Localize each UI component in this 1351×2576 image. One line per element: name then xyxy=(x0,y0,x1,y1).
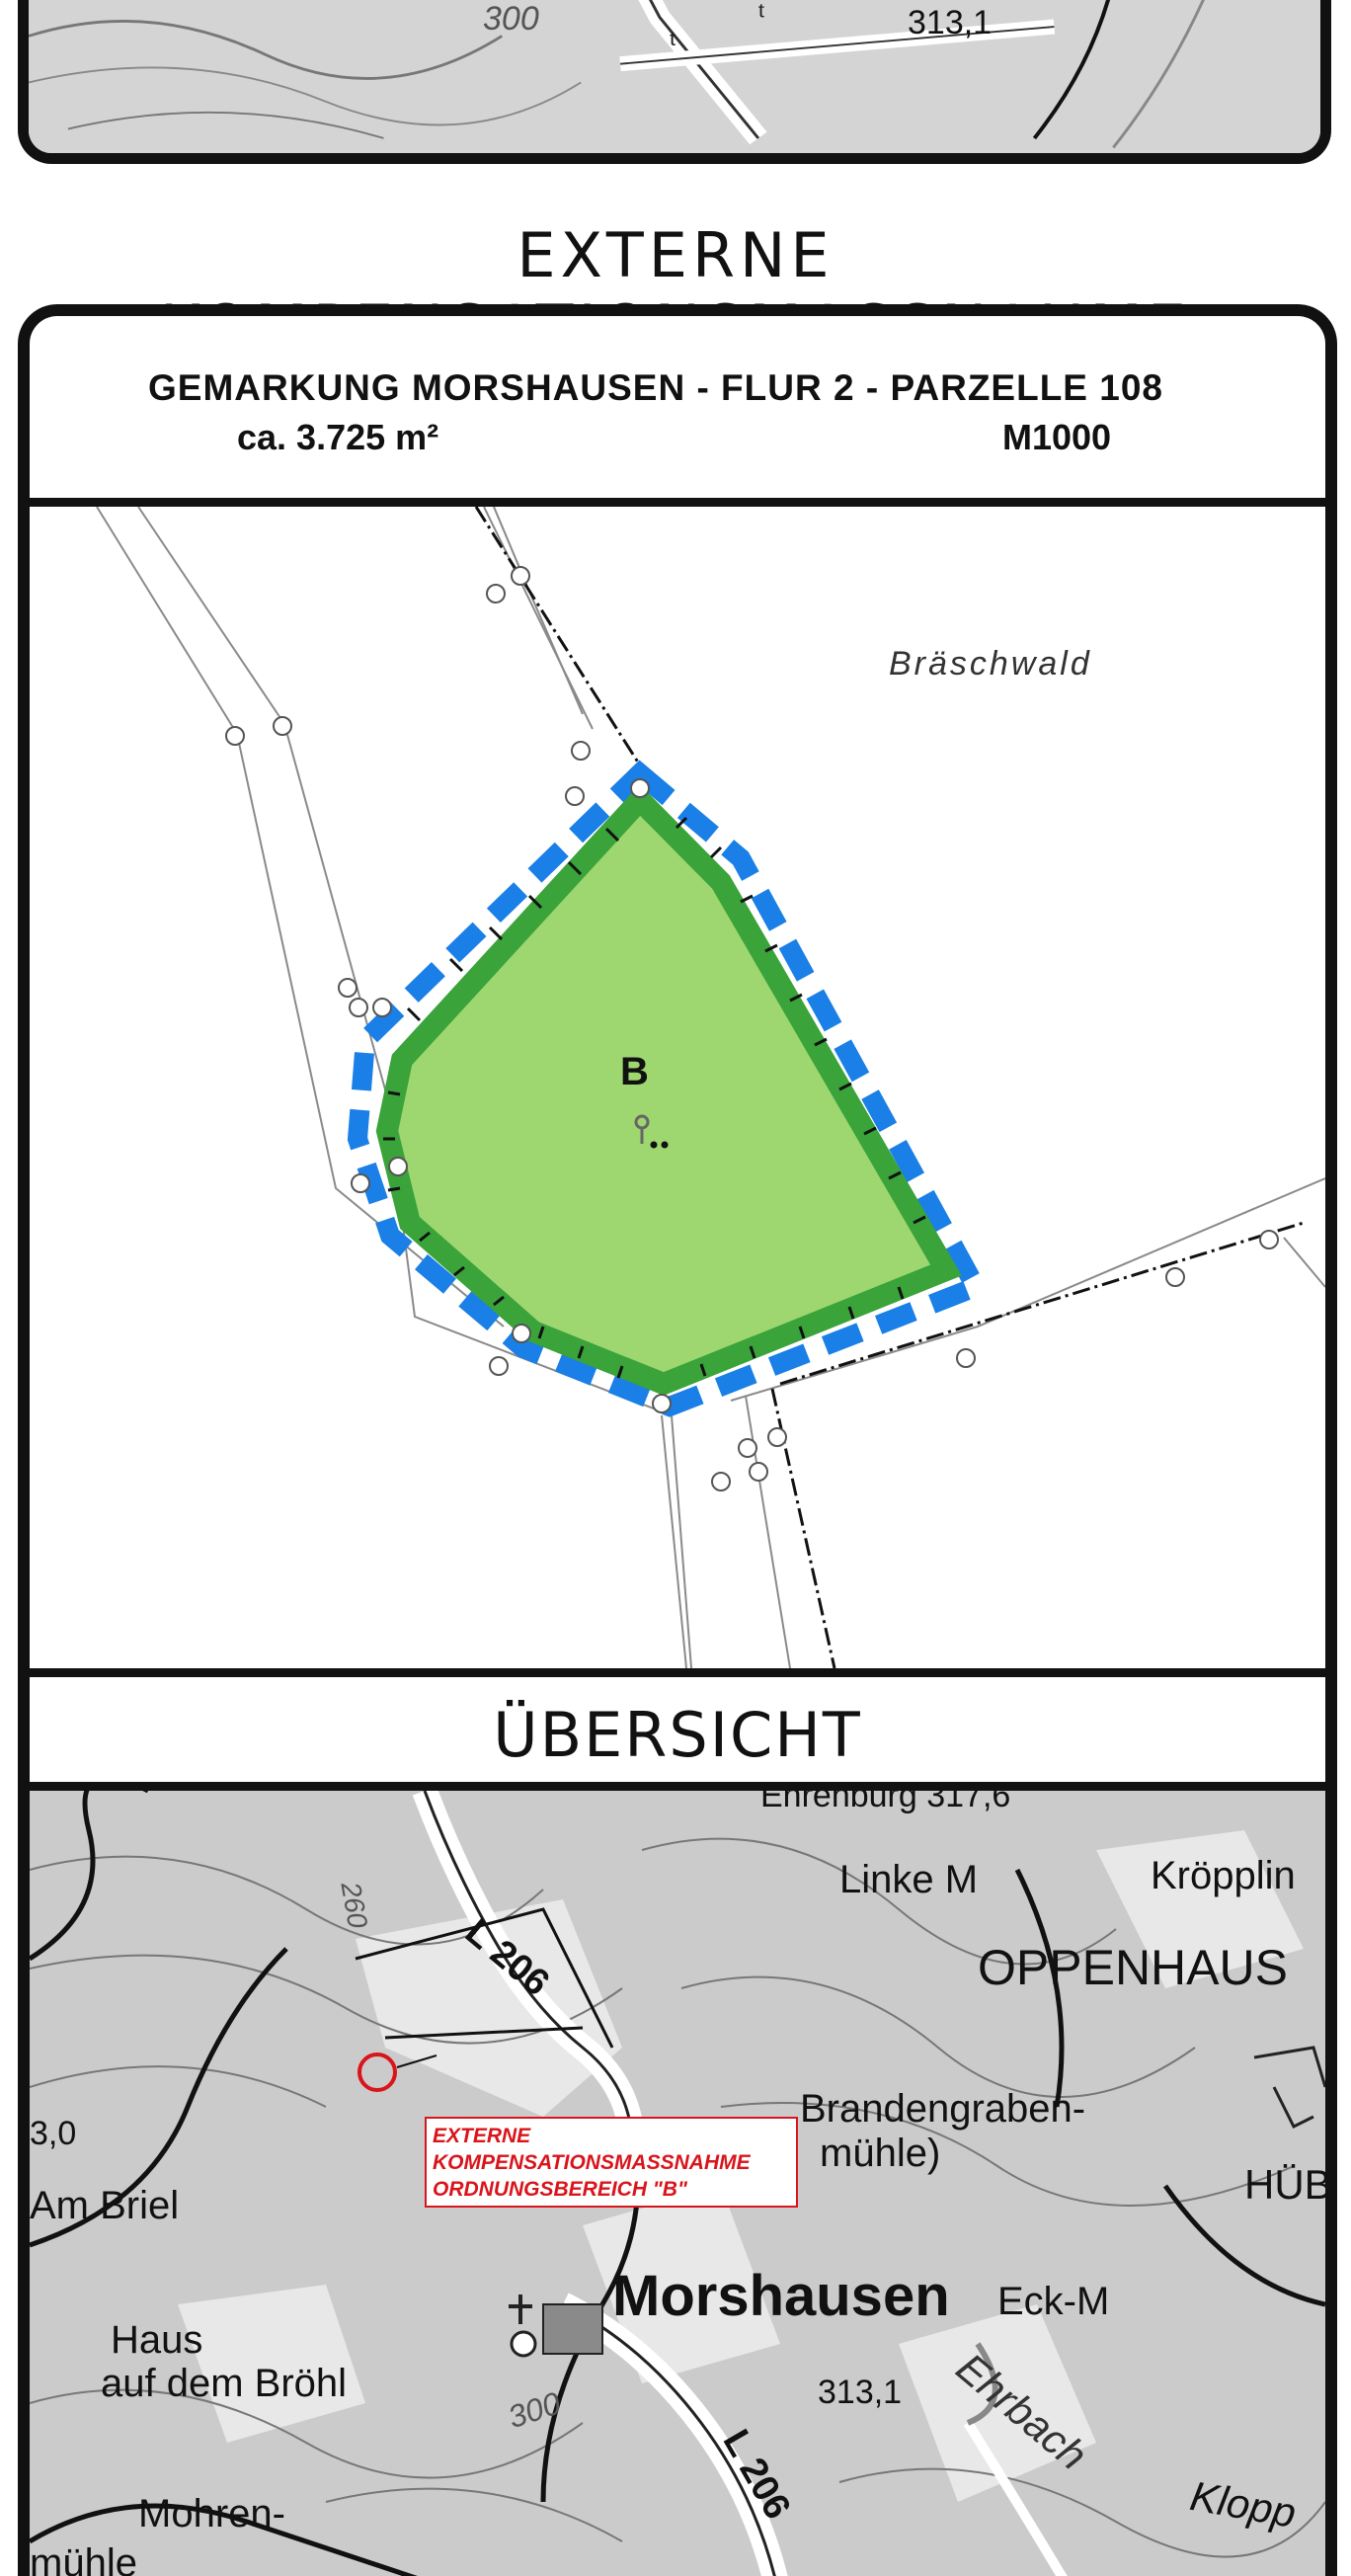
overview-header: ÜBERSICHT xyxy=(30,1677,1325,1791)
detail-map-graphic xyxy=(96,507,1325,1668)
location-marker-icon xyxy=(358,2053,397,2092)
main-panel: GEMARKUNG MORSHAUSEN - FLUR 2 - PARZELLE… xyxy=(18,304,1337,2576)
top-map-graphic: t t xyxy=(29,0,1320,153)
label-brandengraben: Brandengraben- xyxy=(800,2087,1086,2131)
overview-title: ÜBERSICHT xyxy=(493,1699,862,1771)
label-spot-313: 313,1 xyxy=(818,2374,903,2411)
callout-line-2: KOMPENSATIONSMASSNAHME xyxy=(433,2151,751,2174)
top-contour-label: 300 xyxy=(483,0,539,38)
compensation-callout: EXTERNE KOMPENSATIONSMASSNAHME ORDNUNGSB… xyxy=(425,2117,798,2208)
parcel-area: ca. 3.725 m² xyxy=(237,417,439,457)
label-auf-dem-broehl: auf dem Bröhl xyxy=(101,2362,348,2405)
callout-line-3: ORDNUNGSBEREICH "B" xyxy=(433,2178,687,2201)
parcel-header: GEMARKUNG MORSHAUSEN - FLUR 2 - PARZELLE… xyxy=(30,316,1325,507)
label-muehle2: mühle xyxy=(30,2541,137,2576)
label-eck-m: Eck-M xyxy=(997,2280,1110,2323)
label-huebr: HÜB xyxy=(1244,2161,1325,2208)
label-haus: Haus xyxy=(111,2318,203,2362)
overview-map: Ehrenburg 317,6 Linke M Kröpplin OPPENHA… xyxy=(30,1791,1325,2576)
map-scale: M1000 xyxy=(1002,417,1112,457)
label-spot-3-0: 3,0 xyxy=(30,2115,77,2152)
area-label: B xyxy=(620,1050,649,1093)
callout-line-1: EXTERNE xyxy=(433,2125,531,2147)
label-oppenhausen: OPPENHAUS xyxy=(978,1940,1288,1995)
top-map-strip: t t 300 313,1 xyxy=(18,0,1331,164)
label-am-briel: Am Briel xyxy=(30,2184,180,2227)
svg-text:t: t xyxy=(758,0,764,22)
label-muehle: mühle) xyxy=(820,2132,941,2175)
svg-text:t: t xyxy=(670,27,676,49)
top-spot-height: 313,1 xyxy=(908,4,993,41)
label-ehrenburg: Ehrenburg 317,6 xyxy=(760,1791,1011,1814)
forest-label: Bräschwald xyxy=(889,645,1092,683)
label-morshausen: Morshausen xyxy=(612,2264,950,2328)
compensation-area xyxy=(375,784,962,1396)
overview-map-graphic xyxy=(30,1791,1325,2576)
detail-map: Bräschwald B xyxy=(30,507,1325,1677)
label-kroeppling: Kröpplin xyxy=(1151,1854,1296,1897)
survey-point-icon xyxy=(634,1114,669,1149)
parcel-line: GEMARKUNG MORSHAUSEN - FLUR 2 - PARZELLE… xyxy=(148,367,1163,408)
label-linke-m: Linke M xyxy=(839,1858,979,1901)
compensation-boundary xyxy=(347,760,991,1417)
label-mohren: Mohren- xyxy=(138,2492,285,2536)
